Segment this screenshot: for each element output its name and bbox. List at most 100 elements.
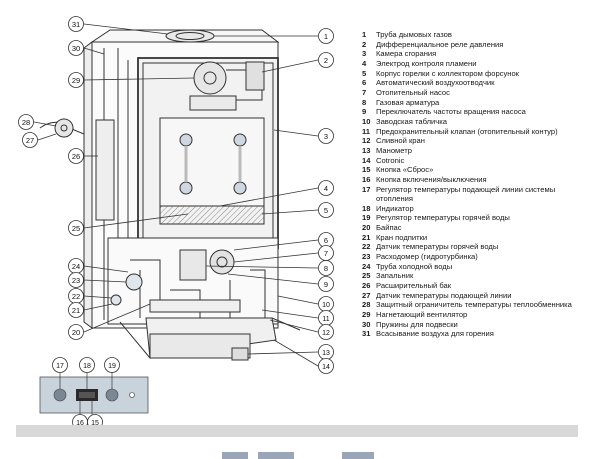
legend-number: 12 xyxy=(362,136,371,146)
legend-number: 21 xyxy=(362,232,371,242)
legend-number: 2 xyxy=(362,39,367,49)
legend-item: 31 Всасывание воздуха для горения xyxy=(362,329,594,339)
callout-label: 27 xyxy=(26,136,34,145)
legend-text: Регулятор температуры горячей воды xyxy=(376,213,510,223)
legend-number: 28 xyxy=(362,300,371,310)
callout-marker xyxy=(68,324,84,340)
callout-marker xyxy=(318,276,334,292)
callout-label: 15 xyxy=(91,420,99,427)
pump-icon xyxy=(209,249,235,275)
callout-marker xyxy=(318,180,334,196)
legend-text: Кнопка включения/выключения xyxy=(376,174,487,184)
legend-text: Сливной кран xyxy=(376,136,425,146)
legend-text: Предохранительный клапан (отопительный к… xyxy=(376,126,558,136)
legend-number: 15 xyxy=(362,165,371,175)
bottom-strip xyxy=(16,425,578,437)
legend-number: 31 xyxy=(362,329,371,339)
legend-number: 18 xyxy=(362,203,371,213)
callout-label: 8 xyxy=(324,264,328,273)
legend-text: Датчик температуры горячей воды xyxy=(376,242,499,252)
thumbnail-strip xyxy=(222,452,248,459)
callout-label: 6 xyxy=(324,236,328,245)
legend-number: 5 xyxy=(362,68,367,78)
callout-marker xyxy=(318,202,334,218)
callouts-layer: 31 30 29 28 27 26 25 24 23 22 21 xyxy=(18,16,334,374)
legend-text: Отопительный насос xyxy=(376,87,450,97)
callout-label: 14 xyxy=(322,364,330,371)
legend-text: Регулятор температуры подающей линии сис… xyxy=(376,184,556,204)
legend-text: Переключатель частоты вращения насоса xyxy=(376,107,526,117)
callout-label: 12 xyxy=(322,330,330,337)
legend-text: Труба холодной воды xyxy=(376,261,453,271)
callout-marker xyxy=(68,148,84,164)
callout-label: 30 xyxy=(72,44,80,53)
boiler-body xyxy=(39,29,301,361)
callout-label: 18 xyxy=(83,363,91,370)
legend-number: 23 xyxy=(362,252,371,262)
legend-text: Нагнетающий вентилятор xyxy=(376,310,468,320)
callout-marker xyxy=(52,357,68,373)
callout-label: 24 xyxy=(72,262,80,271)
legend-item: 21 Кран подпитки xyxy=(362,233,594,243)
callout-label: 23 xyxy=(72,276,80,285)
legend-item: 15 Кнопка «Сброс» xyxy=(362,165,594,175)
legend-number: 24 xyxy=(362,261,371,271)
legend-text: Автоматический воздухоотводчик xyxy=(376,78,495,88)
callout-marker xyxy=(68,272,84,288)
legend-number: 10 xyxy=(362,116,371,126)
legend-item: 30 Пружины для подвески xyxy=(362,320,594,330)
thumbnail-strip xyxy=(342,452,374,459)
callout-label: 17 xyxy=(56,363,64,370)
callout-marker xyxy=(318,128,334,144)
legend-item: 9 Переключатель частоты вращения насоса xyxy=(362,107,594,117)
callout-marker xyxy=(104,357,120,373)
callout-marker xyxy=(68,16,84,32)
callout-label: 19 xyxy=(108,363,116,370)
legend-text: Расширительный бак xyxy=(376,281,452,291)
legend-number: 30 xyxy=(362,319,371,329)
legend-number: 19 xyxy=(362,213,371,223)
callout-label: 3 xyxy=(324,132,328,141)
legend-number: 16 xyxy=(362,174,371,184)
callout-label: 29 xyxy=(72,76,80,85)
control-panel xyxy=(39,372,149,415)
legend-text: Манометр xyxy=(376,145,412,155)
legend-text: Кнопка «Сброс» xyxy=(376,165,434,175)
legend-text: Всасывание воздуха для горения xyxy=(376,329,494,339)
legend-item: 16 Кнопка включения/выключения xyxy=(362,175,594,185)
burner xyxy=(159,205,265,225)
legend-item: 24 Труба холодной воды xyxy=(362,262,594,272)
legend-text: Кран подпитки xyxy=(376,232,428,242)
callout-marker xyxy=(18,114,34,130)
legend-number: 9 xyxy=(362,107,367,117)
callout-marker xyxy=(22,132,38,148)
legend-number: 7 xyxy=(362,87,367,97)
callout-marker xyxy=(318,358,334,374)
callout-label: 21 xyxy=(72,306,80,315)
legend-number: 1 xyxy=(362,30,367,39)
legend-text: Пружины для подвески xyxy=(376,319,458,329)
callout-label: 2 xyxy=(324,56,328,65)
thumbnail-strip xyxy=(258,452,294,459)
legend-text: Расходомер (гидротурбинка) xyxy=(376,252,478,262)
callout-marker xyxy=(68,40,84,56)
legend-text: Электрод контроля пламени xyxy=(376,58,477,68)
callout-marker xyxy=(318,324,334,340)
legend-number: 14 xyxy=(362,155,371,165)
legend-number: 3 xyxy=(362,49,367,59)
callout-label: 9 xyxy=(324,280,328,289)
